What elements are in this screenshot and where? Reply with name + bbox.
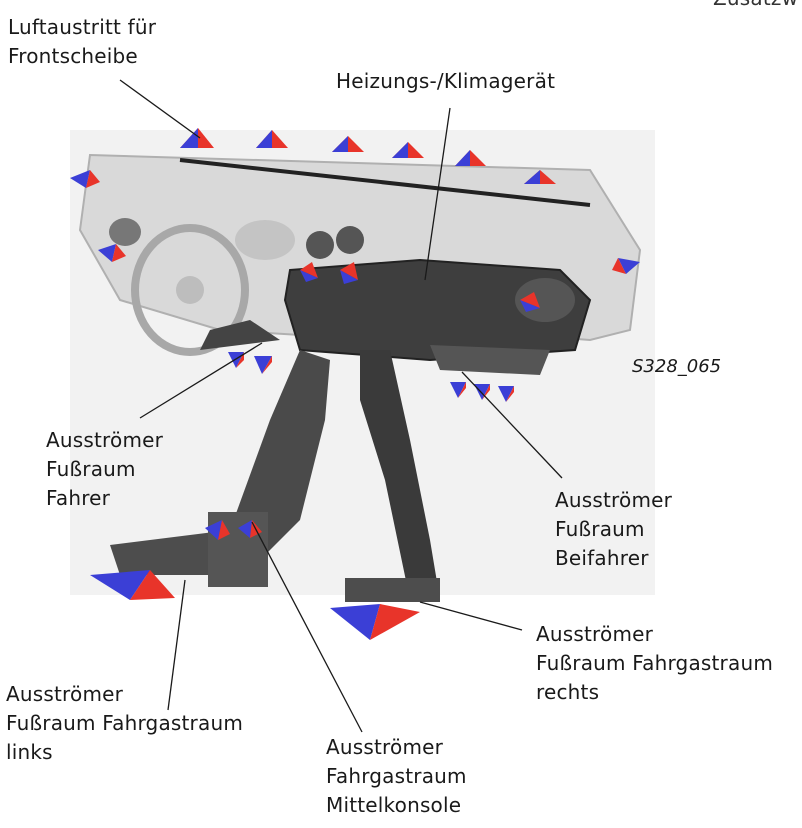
instrument-cluster [235, 220, 295, 260]
label-fahrgast-rechts: Ausströmer Fußraum Fahrgastraum rechts [536, 620, 773, 707]
duct-rear-right [345, 578, 440, 602]
control-knob-2 [336, 226, 364, 254]
label-mittelkonsole: Ausströmer Fahrgastraum Mittelkonsole [326, 733, 467, 820]
leader-fahrgast-rechts [420, 602, 522, 630]
label-zusatz-partial: Zusatzw [713, 0, 798, 13]
label-beifahrer: Ausströmer Fußraum Beifahrer [555, 486, 672, 573]
label-fahrer: Ausströmer Fußraum Fahrer [46, 426, 163, 513]
label-fahrgast-links: Ausströmer Fußraum Fahrgastraum links [6, 680, 243, 767]
label-heizgeraet: Heizungs-/Klimagerät [336, 67, 555, 96]
label-frontscheibe: Luftaustritt für Frontscheibe [8, 13, 156, 71]
control-knob-1 [306, 231, 334, 259]
steering-hub [176, 276, 204, 304]
side-vent-left [109, 218, 141, 246]
airflow-arrow [330, 604, 420, 640]
leader-frontscheibe [120, 80, 200, 138]
figure-reference: S328_065 [632, 356, 721, 377]
